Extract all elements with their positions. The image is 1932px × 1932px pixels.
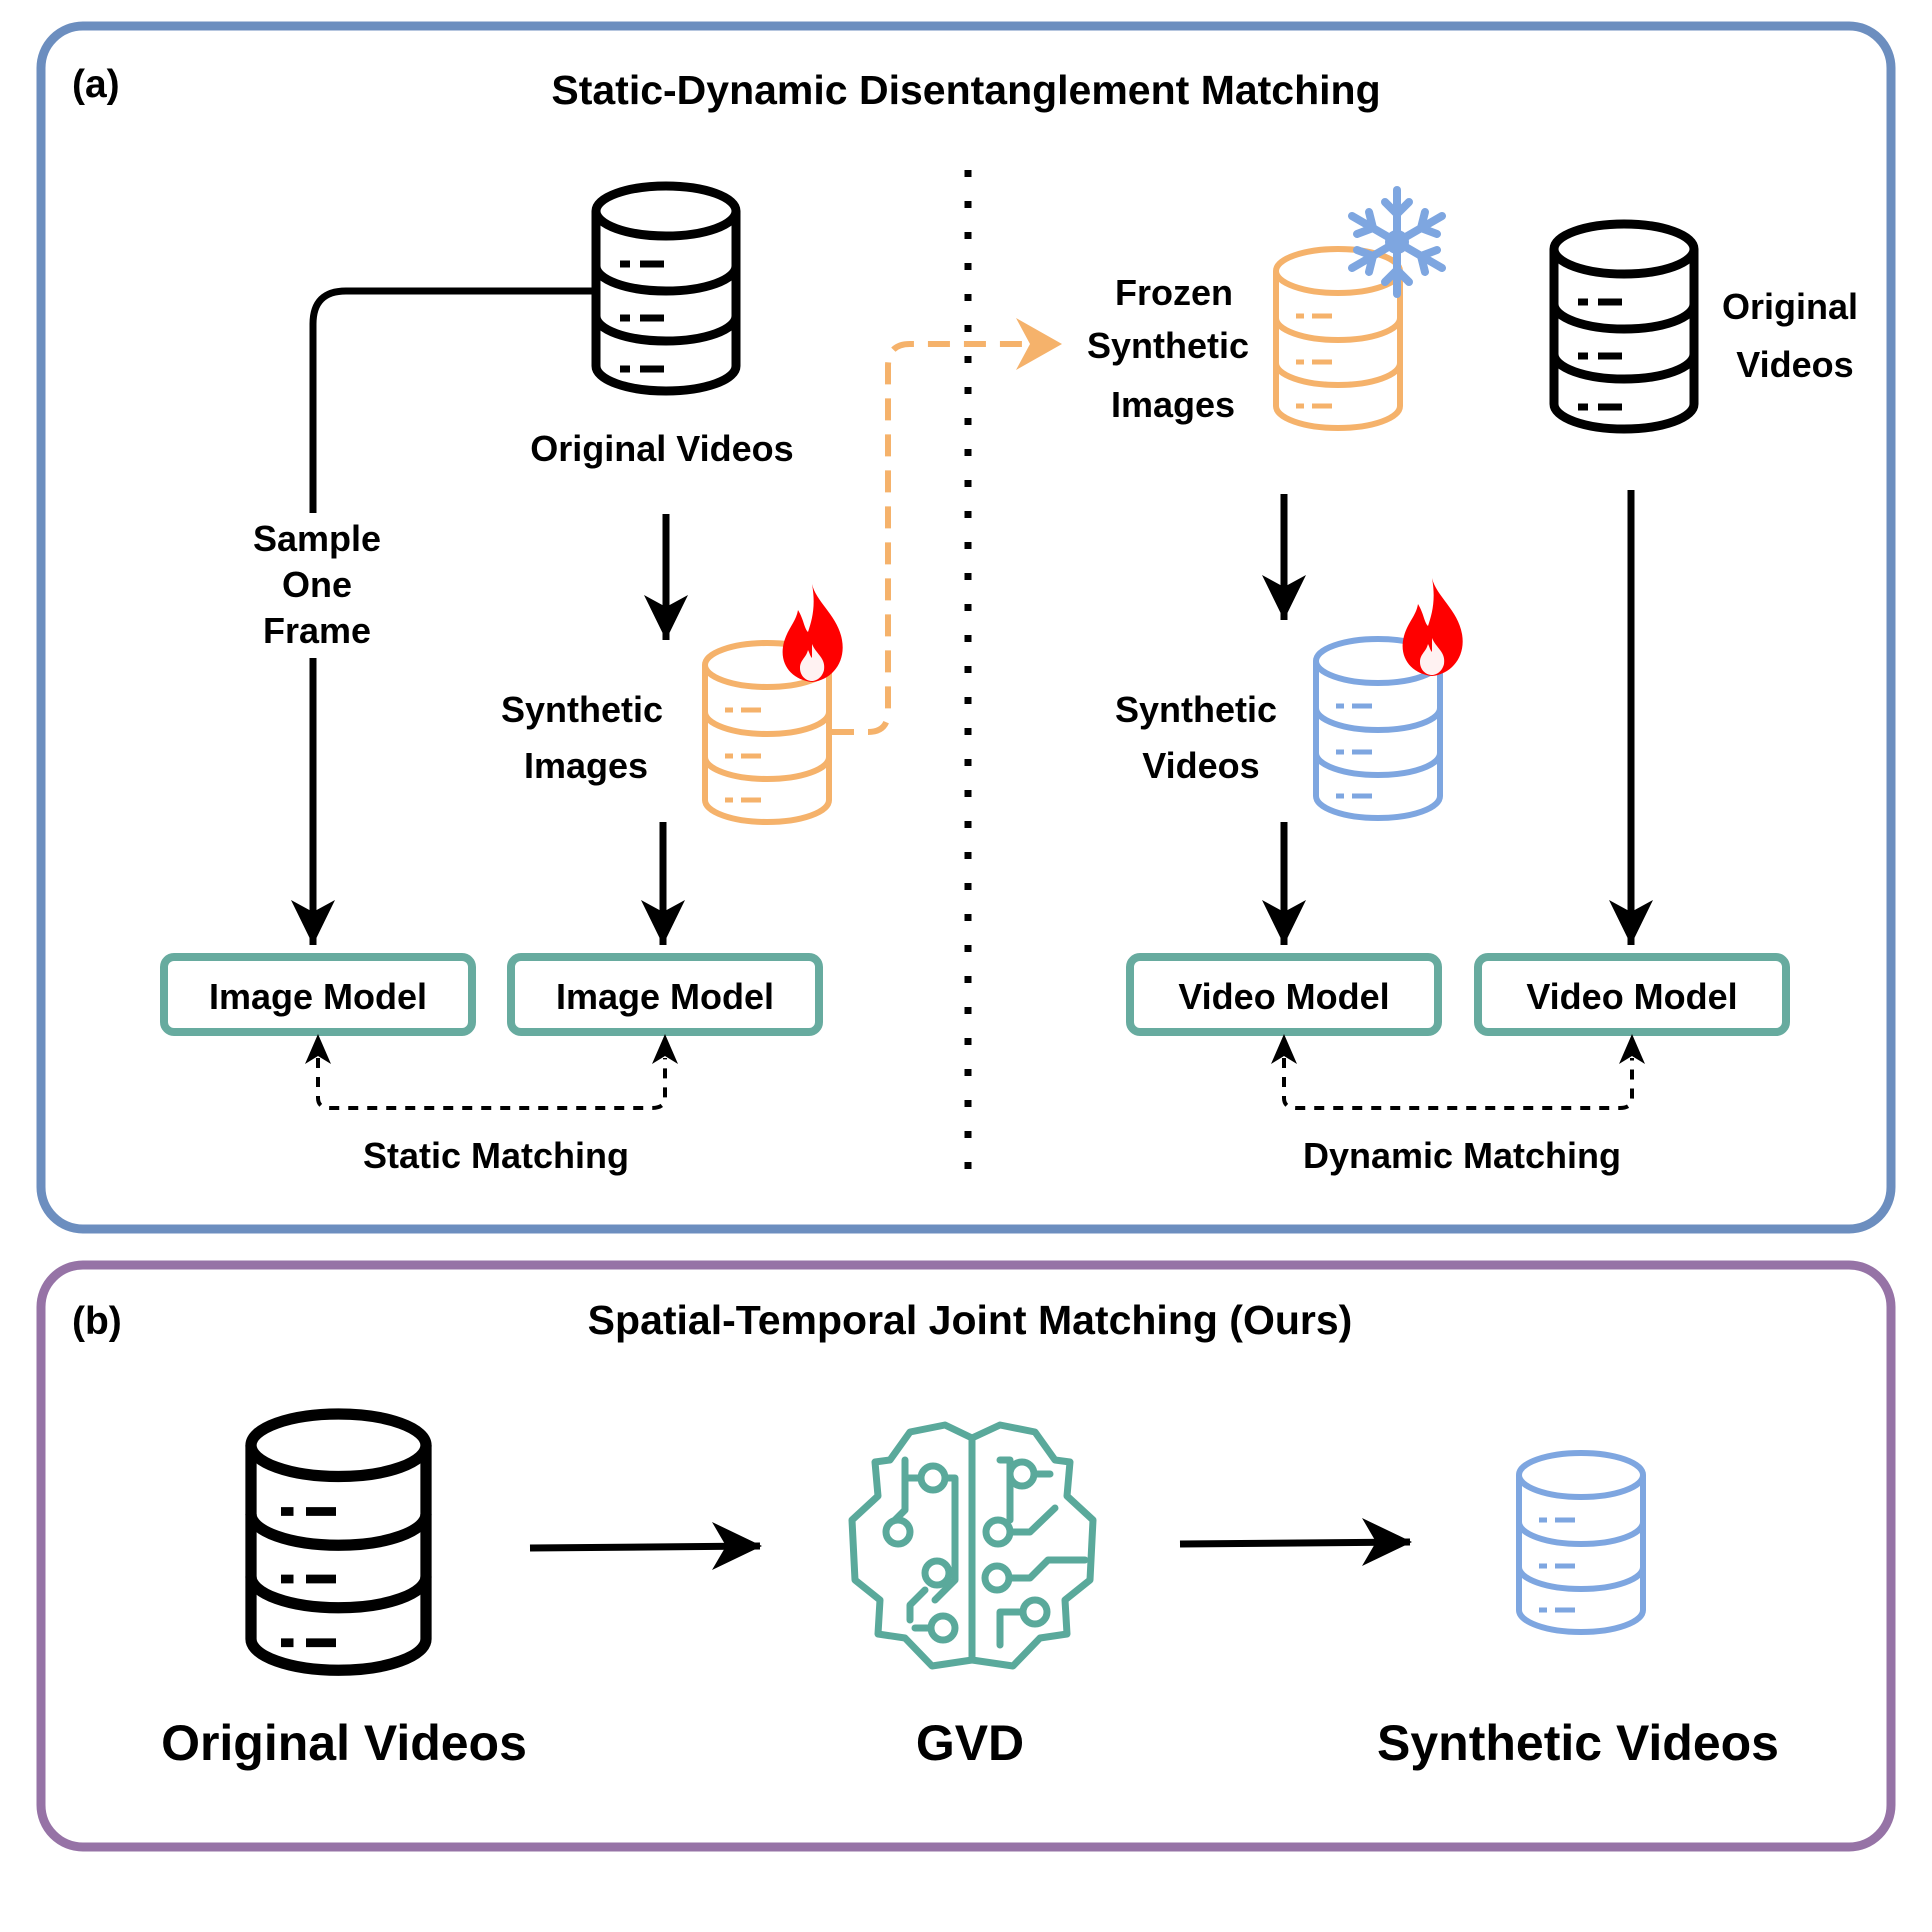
arrowhead	[652, 1034, 678, 1064]
image-model-label-left: Image Model	[209, 976, 427, 1017]
image-model-box-right	[507, 953, 823, 1036]
gvd-label: GVD	[916, 1715, 1024, 1771]
frozen-label-line-2: Synthetic	[1087, 325, 1249, 366]
sample-label-line-2: One	[282, 564, 352, 605]
panel-a-tag: (a)	[72, 63, 120, 106]
database-icon	[1519, 1453, 1643, 1632]
video-model-box-right	[1474, 953, 1790, 1036]
panel-a-frame	[36, 21, 1896, 1234]
video-model-label-right: Video Model	[1526, 976, 1737, 1017]
frozen-label-line-3: Images	[1111, 384, 1235, 425]
original-to-gvd-arrow	[529, 1542, 761, 1552]
dynamic-matching-label: Dynamic Matching	[1303, 1135, 1621, 1176]
arrowhead	[1619, 1034, 1645, 1064]
right-original-label-line-1: Original	[1722, 286, 1858, 327]
synthetic-videos-label-line-2: Videos	[1142, 745, 1259, 786]
arrowhead	[644, 595, 688, 640]
panel-b-title: Spatial-Temporal Joint Matching (Ours)	[588, 1297, 1353, 1343]
panel-a-title: Static-Dynamic Disentanglement Matching	[551, 67, 1380, 113]
gvd-to-synthetic-arrow	[1179, 1538, 1411, 1548]
arrowhead	[291, 900, 335, 945]
static-matching-label: Static Matching	[363, 1135, 629, 1176]
sample-label-line-3: Frame	[263, 610, 371, 651]
dynamic-matching-connector	[1282, 1058, 1634, 1110]
arrowhead	[1362, 1518, 1412, 1566]
arrowhead	[712, 1522, 762, 1570]
image-model-label-right: Image Model	[556, 976, 774, 1017]
video-model-box-left	[1126, 953, 1442, 1036]
static-matching-connector	[316, 1058, 667, 1110]
arrowhead	[1271, 1034, 1297, 1064]
arrowhead	[1609, 900, 1653, 945]
synthetic-images-label-line-1: Synthetic	[501, 689, 663, 730]
panel-b-frame	[36, 1260, 1896, 1852]
sample-frame-path	[309, 287, 596, 513]
freeze-transfer-dashed-arrow	[832, 341, 1022, 735]
arrowhead	[641, 900, 685, 945]
synthetic-images-label-line-2: Images	[524, 745, 648, 786]
database-icon	[251, 1414, 426, 1670]
arrowhead	[305, 1034, 331, 1064]
left-original-videos-label: Original Videos	[530, 428, 793, 469]
frozen-label-line-1: Frozen	[1115, 272, 1233, 313]
panel-b-tag: (b)	[72, 1300, 122, 1343]
database-icon	[1554, 224, 1694, 429]
image-model-box-left	[160, 953, 476, 1036]
database-icon	[596, 186, 736, 391]
arrowhead	[1262, 900, 1306, 945]
panel-b-synthetic-videos-label: Synthetic Videos	[1377, 1715, 1779, 1771]
panel-b-original-videos-label: Original Videos	[161, 1715, 527, 1771]
database-icon	[1276, 249, 1400, 428]
brain-circuit-icon	[848, 1421, 1097, 1670]
synthetic-videos-label-line-1: Synthetic	[1115, 689, 1277, 730]
arrowhead	[1016, 318, 1062, 370]
video-model-label-left: Video Model	[1178, 976, 1389, 1017]
right-original-label-line-2: Videos	[1736, 344, 1853, 385]
arrowhead	[1262, 575, 1306, 620]
sample-label-line-1: Sample	[253, 518, 381, 559]
